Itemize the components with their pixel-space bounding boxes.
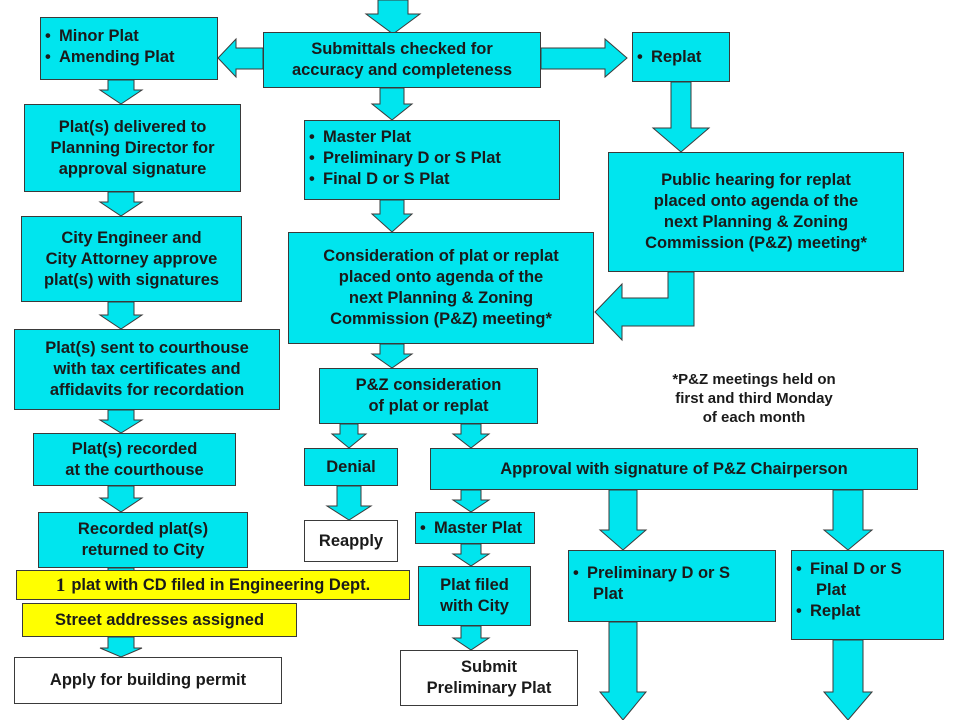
arrow-pz-to-denial bbox=[330, 423, 368, 449]
arrow-denial-to-reapply bbox=[325, 485, 373, 521]
pz-consideration-line-2: of plat or replat bbox=[368, 397, 489, 415]
consideration-box: Consideration of plat or replat placed o… bbox=[288, 232, 594, 344]
plat-filed-line-1: Plat filed bbox=[440, 576, 509, 594]
engineering-plat-count: 1 bbox=[55, 574, 66, 596]
arrow-submittals-to-minor bbox=[217, 37, 264, 79]
arrow-final-down bbox=[822, 639, 874, 720]
replat-item: Replat bbox=[633, 47, 729, 68]
plat-delivered-box: Plat(s) delivered to Planning Director f… bbox=[24, 104, 241, 192]
sent-courthouse-line-2: with tax certificates and bbox=[53, 360, 241, 378]
engineering-dept-label: plat with CD filed in Engineering Dept. bbox=[71, 575, 371, 594]
building-permit-box: Apply for building permit bbox=[14, 657, 282, 704]
plat-returned-line-2: returned to City bbox=[81, 541, 205, 559]
arrow-consideration-to-pz bbox=[370, 343, 414, 369]
building-permit-label: Apply for building permit bbox=[49, 671, 247, 689]
arrow-approval-to-final bbox=[822, 489, 874, 551]
arrow-engineer-to-courthouse bbox=[98, 301, 144, 330]
denial-label: Denial bbox=[326, 457, 376, 476]
plat-filed-line-2: with City bbox=[440, 597, 509, 615]
approval-label: Approval with signature of P&Z Chairpers… bbox=[500, 459, 848, 478]
plat-recorded-box: Plat(s) recorded at the courthouse bbox=[33, 433, 236, 486]
replat-box: Replat bbox=[632, 32, 730, 82]
final-plat-replat-item: Replat bbox=[792, 601, 943, 622]
preliminary-plat-item: Preliminary D or S Plat bbox=[305, 148, 559, 169]
final-plat-box: Final D or S Plat Replat bbox=[791, 550, 944, 640]
reapply-label: Reapply bbox=[318, 531, 384, 550]
arrow-hearing-to-consideration bbox=[594, 271, 695, 342]
minor-amending-plat-box: Minor Plat Amending Plat bbox=[40, 17, 218, 80]
note-line-2: first and third Monday bbox=[675, 390, 833, 407]
sent-courthouse-line-1: Plat(s) sent to courthouse bbox=[45, 339, 249, 357]
public-hearing-line-3: next Planning & Zoning bbox=[663, 213, 849, 231]
pz-consideration-line-1: P&Z consideration bbox=[355, 376, 502, 394]
consideration-line-4: Commission (P&Z) meeting* bbox=[330, 310, 552, 328]
city-engineer-box: City Engineer and City Attorney approve … bbox=[21, 216, 242, 302]
submit-preliminary-line-2: Preliminary Plat bbox=[426, 679, 552, 697]
submit-preliminary-line-1: Submit bbox=[461, 658, 517, 676]
plat-recorded-line-1: Plat(s) recorded bbox=[71, 439, 198, 458]
preliminary-plat-line-2: Plat bbox=[593, 585, 624, 603]
arrow-entry-down bbox=[364, 0, 422, 35]
final-plat-line-1: Final D or S bbox=[792, 559, 943, 580]
arrow-pz-to-approval bbox=[451, 423, 491, 449]
note-line-3: of each month bbox=[702, 409, 806, 426]
submittals-line-1: Submittals checked for bbox=[311, 40, 493, 58]
arrow-filed-to-submit bbox=[451, 625, 491, 651]
city-engineer-line-1: City Engineer and bbox=[61, 228, 202, 247]
arrow-master-to-consideration bbox=[370, 199, 414, 233]
master-plat-item: Master Plat bbox=[305, 127, 559, 148]
plat-delivered-line-3: approval signature bbox=[58, 159, 207, 178]
arrow-submittals-to-master bbox=[370, 87, 414, 121]
reapply-box: Reapply bbox=[304, 520, 398, 562]
arrow-approval-to-preliminary bbox=[598, 489, 648, 551]
submittals-box: Submittals checked for accuracy and comp… bbox=[263, 32, 541, 88]
submit-preliminary-box: Submit Preliminary Plat bbox=[400, 650, 578, 706]
public-hearing-box: Public hearing for replat placed onto ag… bbox=[608, 152, 904, 272]
consideration-line-1: Consideration of plat or replat bbox=[323, 247, 559, 265]
plat-returned-box: Recorded plat(s) returned to City bbox=[38, 512, 248, 568]
pz-meetings-note: *P&Z meetings held on first and third Mo… bbox=[630, 370, 878, 427]
arrow-submittals-to-replat bbox=[540, 37, 628, 79]
arrow-courthouse-to-recorded bbox=[98, 409, 144, 434]
public-hearing-line-4: Commission (P&Z) meeting* bbox=[645, 234, 867, 252]
plat-recorded-line-2: at the courthouse bbox=[65, 460, 204, 479]
arrow-recorded-to-returned bbox=[98, 485, 144, 513]
arrow-delivered-to-engineer bbox=[98, 191, 144, 217]
consideration-line-2: placed onto agenda of the bbox=[338, 268, 544, 286]
master-plat-list-box: Master Plat Preliminary D or S Plat Fina… bbox=[304, 120, 560, 200]
street-addresses-box: Street addresses assigned bbox=[22, 603, 297, 637]
arrow-preliminary-down bbox=[598, 621, 648, 720]
note-line-1: *P&Z meetings held on bbox=[672, 371, 836, 388]
public-hearing-line-1: Public hearing for replat bbox=[661, 171, 851, 189]
consideration-line-3: next Planning & Zoning bbox=[348, 289, 534, 307]
master-plat-approved-item: Master Plat bbox=[416, 518, 534, 539]
plat-filed-box: Plat filed with City bbox=[418, 566, 531, 626]
sent-courthouse-box: Plat(s) sent to courthouse with tax cert… bbox=[14, 329, 280, 410]
city-engineer-line-3: plat(s) with signatures bbox=[43, 270, 220, 289]
plat-delivered-line-2: Planning Director for bbox=[50, 138, 215, 157]
arrow-replat-down bbox=[651, 81, 711, 153]
engineering-dept-box: 1 plat with CD filed in Engineering Dept… bbox=[16, 570, 410, 600]
final-plat-line-2: Plat bbox=[816, 581, 847, 599]
arrow-minor-to-delivered bbox=[98, 79, 144, 105]
preliminary-plat-box: Preliminary D or S Plat bbox=[568, 550, 776, 622]
plat-delivered-line-1: Plat(s) delivered to bbox=[58, 117, 207, 136]
street-addresses-label: Street addresses assigned bbox=[54, 610, 265, 629]
pz-consideration-box: P&Z consideration of plat or replat bbox=[319, 368, 538, 424]
plat-returned-line-1: Recorded plat(s) bbox=[77, 520, 209, 538]
amending-plat-item: Amending Plat bbox=[41, 47, 217, 68]
minor-plat-item: Minor Plat bbox=[41, 26, 217, 47]
approval-box: Approval with signature of P&Z Chairpers… bbox=[430, 448, 918, 490]
public-hearing-line-2: placed onto agenda of the bbox=[653, 192, 859, 210]
arrow-streets-to-permit bbox=[99, 636, 143, 658]
master-plat-approved-box: Master Plat bbox=[415, 512, 535, 544]
denial-box: Denial bbox=[304, 448, 398, 486]
city-engineer-line-2: City Attorney approve bbox=[45, 249, 218, 268]
final-plat-item: Final D or S Plat bbox=[305, 169, 559, 190]
sent-courthouse-line-3: affidavits for recordation bbox=[49, 381, 245, 399]
arrow-approval-to-master bbox=[451, 489, 491, 513]
arrow-master-to-filed bbox=[451, 543, 491, 567]
submittals-line-2: accuracy and completeness bbox=[291, 61, 513, 79]
preliminary-plat-line-1: Preliminary D or S bbox=[569, 563, 775, 584]
